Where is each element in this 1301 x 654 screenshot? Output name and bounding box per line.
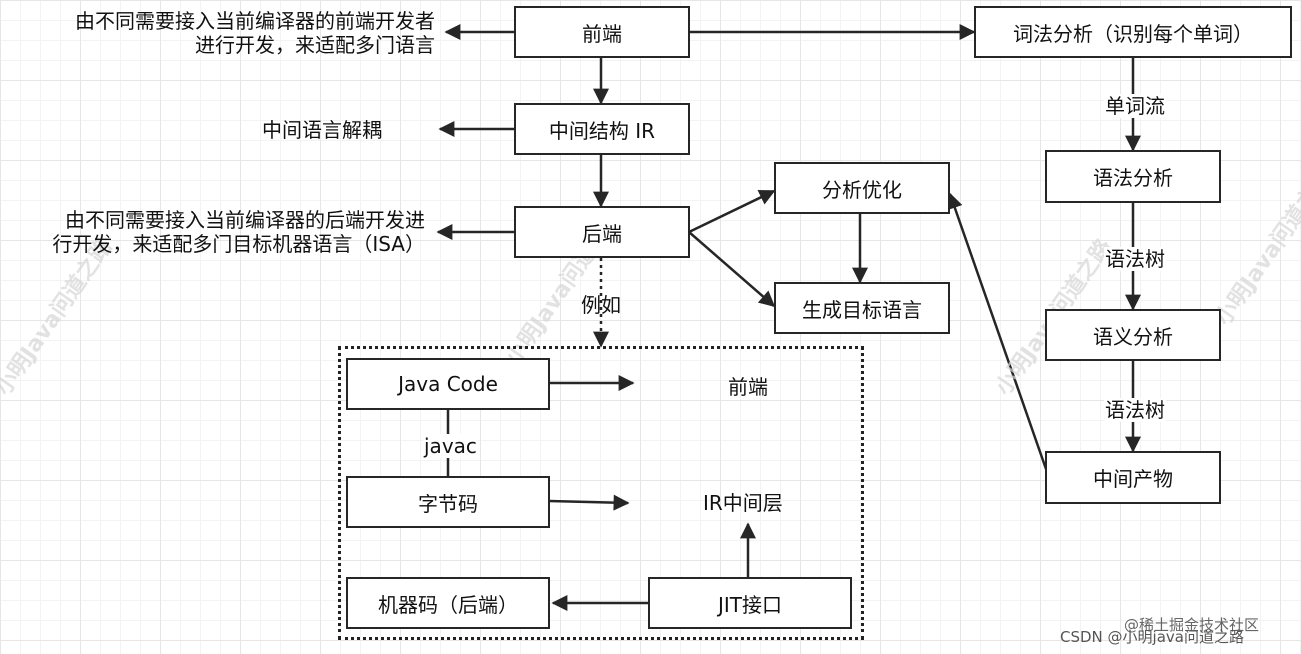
backend-node-label: 后端 [582, 221, 622, 246]
ir-node: 中间结构 IR [514, 103, 690, 155]
arrow-intermediate-to-analysis [947, 192, 1048, 470]
lexical-analysis-node: 词法分析（识别每个单词） [974, 6, 1292, 58]
jit-interface-node: JIT接口 [648, 577, 852, 629]
semantic-analysis-label: 语义分析 [1093, 324, 1173, 349]
intermediate-product-label: 中间产物 [1093, 467, 1173, 491]
machine-code-label: 机器码（后端） [378, 592, 518, 617]
analysis-optimization-node: 分析优化 [774, 162, 950, 214]
frontend-target-label: 前端 [728, 375, 768, 399]
token-stream-label: 单词流 [1104, 94, 1166, 118]
ir-note: 中间语言解耦 [262, 118, 382, 142]
java-code-label: Java Code [398, 372, 498, 396]
syntax-tree-label-2: 语法树 [1104, 398, 1166, 422]
arrow-bytecode-to-ir-layer [548, 494, 630, 511]
backend-note-line2: 行开发，来适配多门目标机器语言（ISA） [52, 232, 425, 256]
csdn-watermark: CSDN @小明java问道之路 [1060, 628, 1244, 646]
generate-target-label: 生成目标语言 [802, 297, 922, 322]
java-code-node: Java Code [346, 358, 550, 410]
semantic-analysis-node: 语义分析 [1045, 309, 1221, 361]
bytecode-label: 字节码 [418, 491, 478, 516]
juejin-watermark: @稀土掘金技术社区 [1124, 616, 1260, 634]
generate-target-node: 生成目标语言 [774, 282, 950, 334]
frontend-note: 由不同需要接入当前编译器的前端开发者 进行开发，来适配多门语言 [75, 9, 435, 57]
example-label: 例如 [581, 293, 621, 317]
jit-interface-label: JIT接口 [717, 592, 782, 617]
frontend-note-line2: 进行开发，来适配多门语言 [195, 33, 435, 57]
arrow-backend-to-analysis [688, 189, 776, 234]
arrow-backend-to-gen [688, 231, 776, 308]
backend-node: 后端 [514, 206, 690, 258]
intermediate-product-node: 中间产物 [1045, 451, 1221, 504]
example-frame [338, 346, 864, 640]
machine-code-node: 机器码（后端） [346, 577, 550, 629]
frontend-node: 前端 [514, 6, 690, 58]
frontend-node-label: 前端 [582, 21, 622, 46]
syntax-analysis-node: 语法分析 [1045, 150, 1221, 203]
ir-node-label: 中间结构 IR [548, 118, 656, 143]
syntax-tree-label-1: 语法树 [1104, 247, 1166, 271]
backend-note-line1: 由不同需要接入当前编译器的后端开发进 [65, 208, 425, 232]
frontend-note-line1: 由不同需要接入当前编译器的前端开发者 [75, 9, 435, 33]
bytecode-node: 字节码 [346, 476, 550, 528]
lexical-analysis-label: 词法分析（识别每个单词） [1013, 21, 1253, 46]
javac-label: javac [423, 434, 478, 458]
syntax-analysis-label: 语法分析 [1093, 166, 1173, 190]
backend-note: 由不同需要接入当前编译器的后端开发进 行开发，来适配多门目标机器语言（ISA） [52, 208, 425, 256]
ir-layer-label: IR中间层 [703, 491, 783, 515]
analysis-optimization-label: 分析优化 [822, 177, 902, 202]
